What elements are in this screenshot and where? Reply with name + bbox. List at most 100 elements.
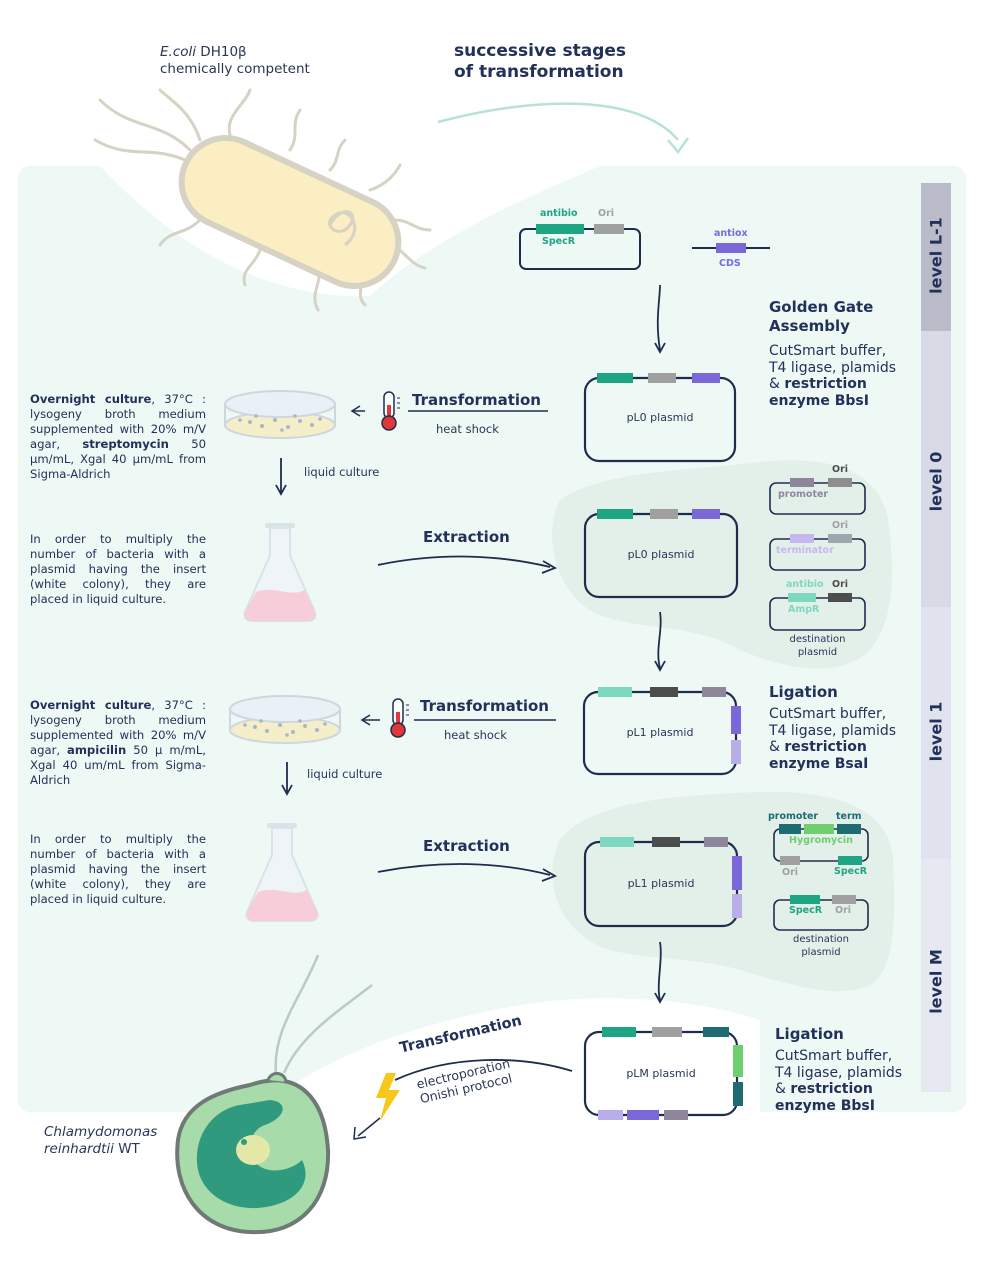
hygromycin-plasmid [773, 824, 869, 865]
specr-plasmid [519, 224, 641, 270]
gg-line3-pre: & [769, 376, 785, 392]
ligation-title-m: Ligation [775, 1025, 844, 1043]
dest0-line1: destination [789, 634, 846, 645]
culture-text-1a: , 37°C : lysogeny broth medium supplemen… [30, 698, 206, 757]
label-ori-1b: Ori [835, 905, 852, 916]
ligm-line3-pre: & [775, 1081, 791, 1097]
pl0-plasmid-diagram [583, 373, 737, 463]
flagellum [274, 954, 320, 1076]
antiox-cds-fragment [692, 243, 770, 253]
specr-destination-plasmid [773, 895, 869, 931]
extraction-arrow-1 [377, 863, 551, 876]
label-ori-0b: Ori [832, 520, 849, 531]
dest1-line1: destination [792, 934, 850, 945]
transformation-label-0: Transformation [412, 391, 541, 409]
flask-icon [245, 823, 319, 922]
label-hygromycin-1: Hygromycin [789, 835, 853, 846]
culture-bold-1a: Overnight culture [30, 698, 152, 712]
flask-icon [243, 523, 317, 622]
terminator-plasmid [769, 534, 866, 571]
lig1-line3-pre: & [769, 739, 785, 755]
lig1-line4: enzyme BsaI [769, 755, 869, 772]
ecoli-desc: chemically competent [160, 61, 310, 77]
multiply-paragraph-1: In order to multiply the number of bacte… [30, 832, 206, 906]
gg-line3: & restriction [769, 376, 896, 393]
culture-bold-0b: streptomycin [82, 437, 169, 451]
label-antibio: antibio [540, 208, 578, 219]
ligation-details-1: CutSmart buffer, T4 ligase, plamids & re… [769, 706, 896, 772]
lig1-line1: CutSmart buffer, [769, 706, 887, 722]
promoter-plasmid [769, 478, 866, 515]
chlamy-wt: WT [113, 1141, 140, 1157]
gg-title-2: Assembly [769, 317, 850, 335]
lightning-icon [376, 1073, 400, 1121]
culture-text-1b: 50 µ m/mL, Xgal 40 um/mL from Sigma-Aldr… [30, 743, 206, 787]
label-ori-0c: Ori [832, 579, 849, 590]
ecoli-bacterium-icon [93, 88, 432, 312]
label-ampr-0: AmpR [788, 604, 820, 615]
pl0-plasmid-extracted [583, 509, 739, 599]
multiply-paragraph-0: In order to multiply the number of bacte… [30, 532, 206, 606]
label-cds: CDS [719, 258, 741, 269]
level-band-1 [921, 607, 951, 859]
pl1-plasmid-extracted-label: pL1 plasmid [627, 877, 695, 890]
plm-plasmid-diagram [583, 1027, 743, 1120]
thermometer-icon [381, 391, 400, 431]
chlamydomonas-cell-icon [175, 1072, 331, 1235]
liquid-culture-label-0: liquid culture [304, 465, 380, 479]
destination-label-0: destination plasmid [770, 633, 865, 659]
lig1-line2: T4 ligase, plamids [769, 722, 897, 739]
level-band-0 [921, 331, 951, 607]
label-antiox: antiox [714, 228, 748, 239]
chlamy-line1: Chlamydomonas [44, 1124, 158, 1140]
culture-text-0a: , 37°C : lysogeny broth medium supplemen… [30, 392, 206, 451]
ligm-line4: enzyme BbsI [775, 1097, 875, 1114]
label-specr-1a: SpecR [834, 866, 868, 877]
heat-shock-label-0: heat shock [436, 422, 499, 436]
extraction-label-0: Extraction [423, 528, 510, 546]
pl1-plasmid-diagram [582, 687, 741, 776]
ecoli-strain: DH10β [196, 44, 247, 60]
culture-paragraph-0: Overnight culture, 37°C : lysogeny broth… [30, 392, 206, 482]
liquid-culture-label-1: liquid culture [307, 767, 383, 781]
petri-dish-icon [229, 695, 341, 744]
label-ori: Ori [598, 208, 615, 219]
golden-gate-title: Golden Gate Assembly [769, 298, 873, 336]
ligm-line1: CutSmart buffer, [775, 1048, 893, 1064]
stages-arrow [437, 102, 679, 141]
transformation-label-1: Transformation [420, 697, 549, 715]
destination-label-1: destination plasmid [774, 933, 868, 959]
heat-shock-label-1: heat shock [444, 728, 507, 742]
level-band-m [921, 859, 951, 1092]
extraction-arrow-0 [377, 555, 551, 568]
stages-title: successive stages of transformation [454, 41, 626, 83]
dest0-line2: plasmid [797, 647, 838, 658]
lig1-line3-bold: restriction [784, 739, 867, 755]
petri-dish-icon [224, 390, 336, 439]
ligm-line2: T4 ligase, plamids [775, 1064, 903, 1081]
label-promoter-1: promoter [768, 811, 819, 822]
ampr-destination-plasmid [769, 593, 866, 631]
culture-text-0b: 50 µm/mL, Xgal 40 µm/mL from Sigma-Aldri… [30, 437, 206, 481]
extraction-label-1: Extraction [423, 837, 510, 855]
label-specr: SpecR [542, 236, 576, 247]
label-antibio-0: antibio [786, 579, 824, 590]
transformation-arrow-m [394, 1059, 573, 1081]
ligm-line3-bold: restriction [790, 1081, 873, 1097]
ecoli-name: E.coli [160, 44, 197, 60]
ligation-title-1: Ligation [769, 683, 838, 701]
thermometer-icon [390, 698, 409, 738]
ecoli-label: E.coli DH10β chemically competent [160, 44, 310, 78]
pl0-plasmid-extracted-label: pL0 plasmid [627, 548, 695, 561]
culture-paragraph-1: Overnight culture, 37°C : lysogeny broth… [30, 698, 206, 788]
pl1-plasmid-label: pL1 plasmid [626, 726, 694, 739]
gg-line4: enzyme BbsI [769, 392, 869, 409]
gg-line3-bold: restriction [784, 376, 867, 392]
gg-title-1: Golden Gate [769, 298, 874, 316]
pl1-plasmid-extracted [583, 837, 742, 928]
golden-gate-details: CutSmart buffer, T4 ligase, plamids & re… [769, 343, 896, 409]
chlamy-line2: reinhardtii [44, 1141, 114, 1157]
pl0-plasmid-label: pL0 plasmid [626, 411, 694, 424]
plm-plasmid-label: pLM plasmid [626, 1067, 696, 1080]
